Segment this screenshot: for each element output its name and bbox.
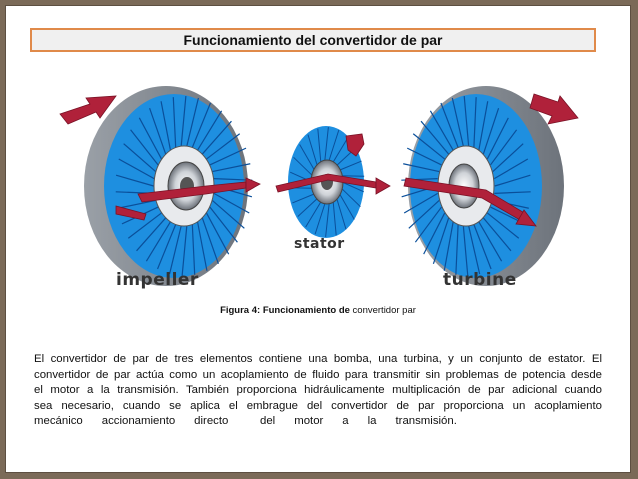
turbine-part bbox=[401, 86, 564, 286]
title-box: Funcionamiento del convertidor de par bbox=[30, 28, 596, 52]
figure-caption: Figura 4: Funcionamiento de convertidor … bbox=[6, 305, 630, 316]
impeller-label: impeller bbox=[116, 270, 199, 290]
torque-converter-figure: impeller stator turbine bbox=[46, 74, 592, 302]
turbine-label: turbine bbox=[443, 270, 517, 290]
stator-label: stator bbox=[294, 236, 345, 252]
body-line: sea necesario, cuando se aplica el embra… bbox=[34, 399, 602, 412]
body-line: el motor a la transmisión. También propo… bbox=[34, 384, 602, 396]
torque-converter-illustration bbox=[59, 86, 579, 286]
body-line: El convertidor de par de tres elementos … bbox=[34, 353, 602, 365]
body-line: convertidor de par actúa como un acoplam… bbox=[34, 368, 602, 381]
stator-part bbox=[288, 126, 365, 238]
body-line: mecánico accionamiento directo del motor… bbox=[34, 415, 457, 427]
slide: Funcionamiento del convertidor de par bbox=[6, 6, 630, 472]
caption-bold: Figura 4: Funcionamiento de bbox=[220, 305, 350, 316]
slide-title: Funcionamiento del convertidor de par bbox=[183, 32, 443, 48]
body-paragraph: El convertidor de par de tres elementos … bbox=[34, 352, 602, 430]
caption-rest: convertidor par bbox=[349, 305, 416, 316]
impeller-part bbox=[84, 86, 253, 286]
flow-arrows bbox=[59, 93, 579, 227]
